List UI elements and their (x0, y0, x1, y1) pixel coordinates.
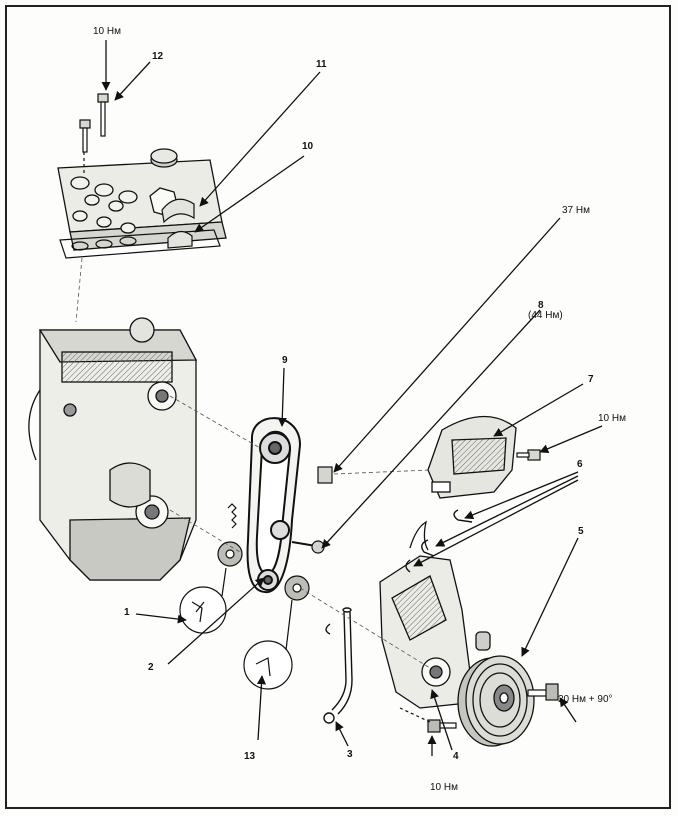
engine-block (28, 317, 198, 581)
callout-13: 13 (244, 751, 256, 762)
callout-2: 2 (148, 662, 154, 673)
callout-1: 1 (124, 607, 130, 618)
torque-cover-bolt: 10 Нм (598, 413, 626, 424)
torque-top-bolt: 10 Нм (93, 26, 121, 37)
diagram-frame (5, 5, 671, 809)
callout-3: 3 (347, 749, 353, 760)
callout-6: 6 (577, 459, 583, 470)
lower-timing-cover (379, 520, 491, 709)
bottom-cover-bolt (399, 707, 457, 733)
timing-belt (246, 417, 302, 594)
callout-10: 10 (302, 141, 314, 152)
callout-4: 4 (453, 751, 459, 762)
upper-timing-cover (427, 415, 517, 499)
cover-bolts (79, 93, 109, 176)
cover-bolt-right (516, 449, 541, 461)
assembly-lines (75, 257, 431, 669)
tensioner-and-gears (217, 466, 333, 601)
callout-7: 7 (588, 374, 594, 385)
callout-8: 8 (538, 300, 544, 311)
pulley-bolt (527, 683, 559, 701)
leader-arrows (101, 40, 603, 756)
head-cover-gasket (59, 198, 221, 259)
callout-5: 5 (578, 526, 584, 537)
crankshaft-pulley (457, 655, 535, 747)
dipstick-tube (323, 607, 353, 724)
cover-clips (405, 509, 473, 573)
callout-9: 9 (282, 355, 288, 366)
torque-pulley-bolt: 20 Нм + 90° (558, 694, 613, 705)
torque-44: (44 Нм) (528, 310, 563, 321)
callout-12: 12 (152, 51, 164, 62)
cylinder-head-cover (57, 148, 227, 251)
callout-11: 11 (316, 59, 327, 70)
torque-bottom-bolt: 10 Нм (430, 782, 458, 793)
torque-37: 37 Нм (562, 205, 590, 216)
